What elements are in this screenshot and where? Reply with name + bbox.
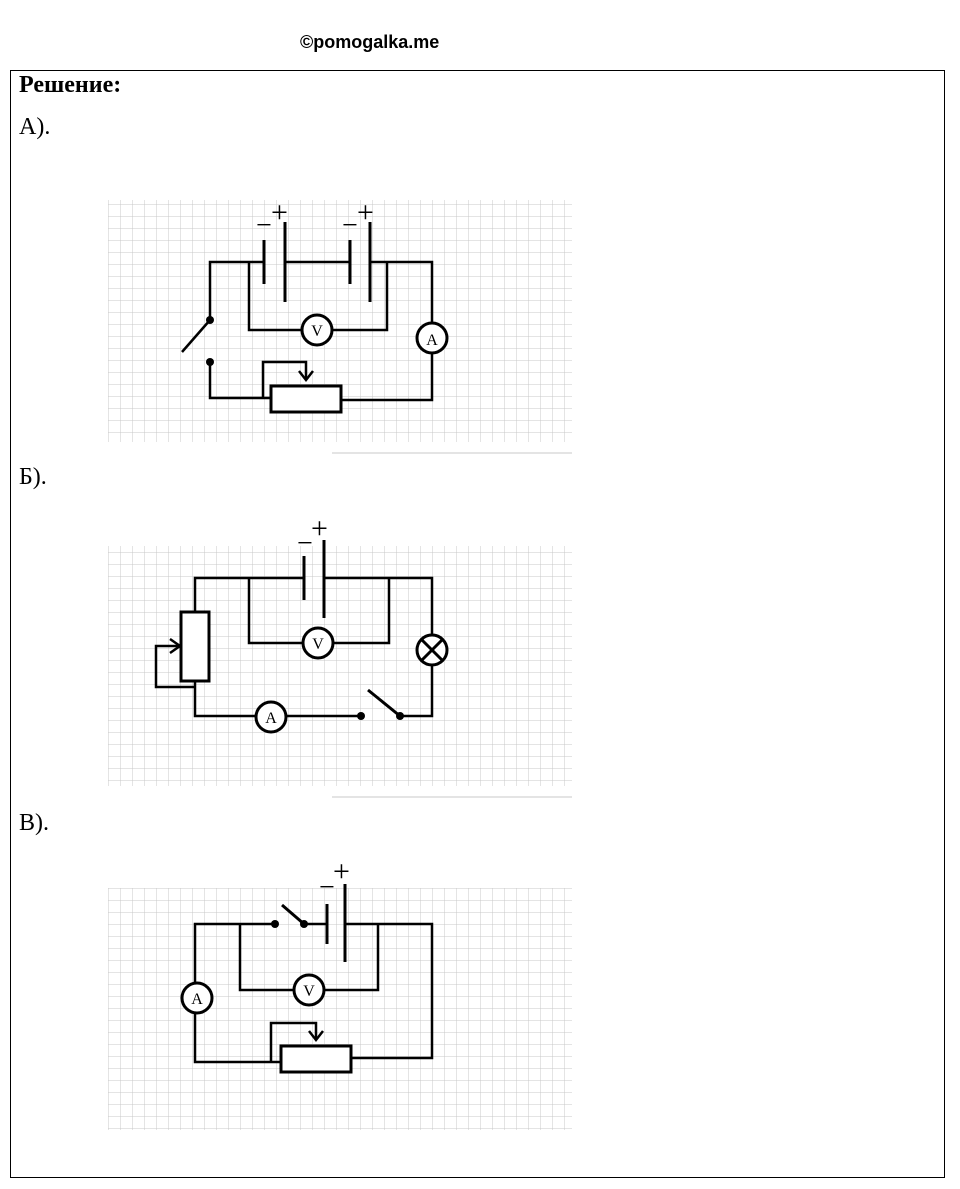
voltmeter-b (301, 626, 335, 660)
solution-frame (10, 70, 945, 1178)
switch-b-contact-left (357, 712, 365, 720)
arrow-a-slider (298, 370, 314, 383)
switch-a-lever (181, 319, 211, 353)
wire-a-volt-left (247, 262, 302, 332)
ammeter-b-label: A (265, 710, 277, 727)
circuit-b: − + V A (108, 512, 572, 798)
minus-a1: − (256, 210, 272, 241)
wire-b-volt-right (333, 578, 391, 645)
wire-b-slider (154, 644, 195, 689)
wire-b-top-right (324, 576, 434, 635)
rheostat-c (279, 1044, 353, 1074)
wire-c-volt-right (324, 924, 380, 992)
wire-c-slider (269, 1021, 318, 1062)
part-c-label: В). (19, 810, 49, 836)
ammeter-c-label: A (191, 991, 203, 1008)
wire-c-top-left (193, 922, 275, 983)
voltmeter-c (292, 973, 326, 1007)
plus-c: + (333, 855, 350, 888)
part-b-label: Б). (19, 464, 47, 490)
wire-c-volt-left (238, 924, 294, 992)
wire-c-right (345, 922, 434, 1060)
voltmeter-a-label: V (311, 323, 323, 340)
switch-c-lever (281, 903, 305, 926)
switch-b-contact-right (396, 712, 404, 720)
switch-a-contact-bottom (206, 358, 214, 366)
rheostat-a (269, 384, 343, 414)
minus-a2: − (342, 210, 358, 241)
plus-a1: + (271, 196, 288, 229)
grid-paper-c (108, 888, 572, 1130)
voltmeter-a (300, 313, 334, 347)
rheostat-b (179, 610, 211, 683)
minus-b: − (297, 528, 313, 559)
arrow-c-slider (308, 1030, 324, 1043)
watermark: ©pomogalka.me (300, 32, 440, 52)
lamp-b-cross-2 (419, 637, 445, 663)
voltmeter-c-label: V (303, 983, 315, 1000)
plus-a2: + (357, 196, 374, 229)
wire-b-right-bottom (400, 665, 434, 718)
wire-a-volt-right (332, 262, 389, 332)
wire-b-volt-left (247, 578, 303, 645)
circuit-c: − + V A (108, 855, 572, 1130)
voltmeter-b-label: V (312, 636, 324, 653)
ammeter-a (415, 321, 449, 355)
circuit-a: − + − + V A (108, 196, 572, 454)
ammeter-c (180, 981, 214, 1015)
ammeter-b (254, 700, 288, 734)
switch-b-lever (367, 688, 401, 718)
wire-c-bottom-left (193, 1013, 281, 1064)
wire-b-top-left (193, 576, 304, 612)
wire-a-right-top (370, 260, 434, 323)
minus-c: − (319, 872, 335, 903)
switch-a-contact-top (206, 316, 214, 324)
wire-a-bottom-left (208, 362, 271, 400)
wire-a-slider (261, 360, 308, 398)
part-a-label: А). (19, 114, 51, 140)
wire-b-bottom-left (193, 681, 256, 718)
plus-b: + (311, 512, 328, 545)
switch-c-contact-left (271, 920, 279, 928)
wire-a-bottom-right (341, 353, 434, 402)
wire-a-left-top (208, 260, 264, 320)
solution-heading: Решение: (19, 72, 122, 98)
ammeter-a-label: A (426, 332, 438, 349)
grid-paper-b (108, 546, 572, 786)
switch-c-contact-right (300, 920, 308, 928)
